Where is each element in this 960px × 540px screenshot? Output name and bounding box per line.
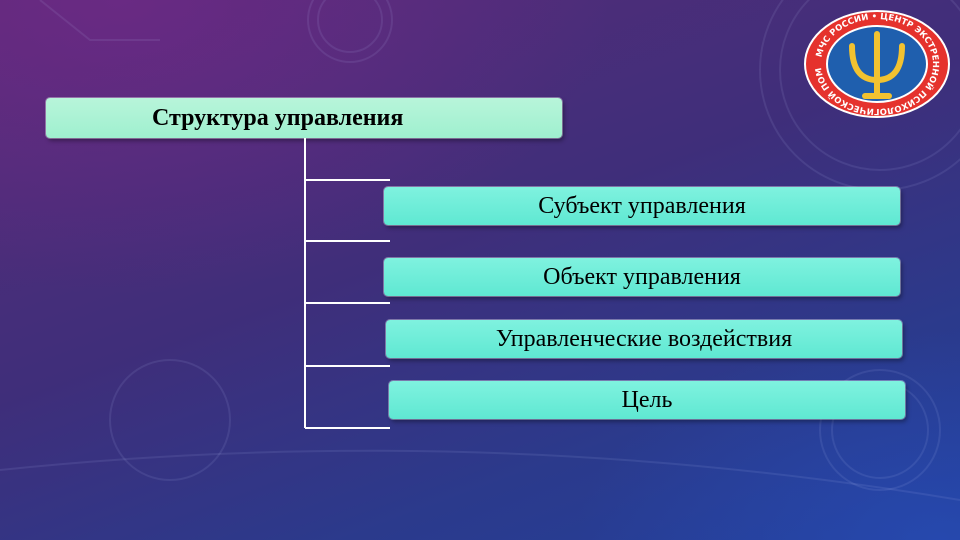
diagram-item-label: Объект управления	[543, 263, 741, 290]
diagram-title-box: Структура управления	[46, 98, 562, 138]
diagram-item-subject: Субъект управления	[384, 187, 900, 225]
diagram-item-object: Объект управления	[384, 258, 900, 296]
diagram-title: Структура управления	[152, 104, 404, 131]
psi-icon	[849, 31, 905, 99]
organization-logo: МЧС РОССИИ • ЦЕНТР ЭКСТРЕННОЙ ПСИХОЛОГИЧ…	[802, 10, 950, 118]
diagram-item-label: Субъект управления	[538, 192, 746, 219]
diagram-item-label: Цель	[621, 386, 673, 413]
diagram-item-goal: Цель	[389, 381, 905, 419]
diagram-item-label: Управленческие воздействия	[495, 325, 793, 352]
diagram-item-actions: Управленческие воздействия	[386, 320, 902, 358]
